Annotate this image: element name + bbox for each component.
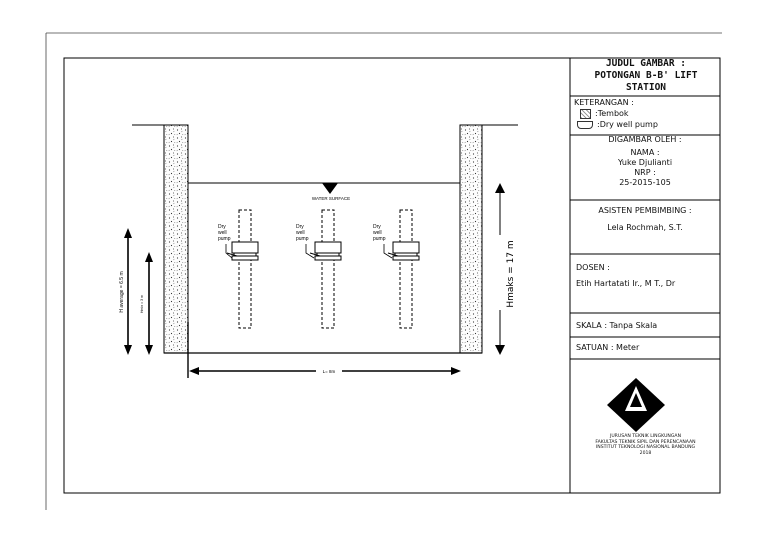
h-min-label: Hmin = 3 m [140,295,144,313]
drawn-by-heading: DIGAMBAR OLEH : [608,135,682,144]
arrow-head [145,252,153,262]
title-heading: JUDUL GAMBAR : [605,58,687,69]
legend: KETERANGAN : :Tembok :Dry well pump [574,98,719,130]
pump-leader [383,244,393,259]
pump-leader [305,244,315,259]
drawing-frame [63,57,721,494]
arrow-head [189,367,199,375]
legend-pump-label: :Dry well pump [597,120,658,129]
legend-wall-label: :Tembok [595,109,629,118]
institution-block: JURUSAN TEKNIK LINGKUNGAN FAKULTAS TEKNI… [571,434,720,456]
length-label: L= 8m [323,369,336,374]
left-wall [163,124,189,354]
name-label: NAMA : [630,148,660,157]
arrow-head [495,183,505,193]
pump-label: Dry well pump [296,224,309,242]
institution-year: 2018 [639,450,652,456]
lecturer-heading: DOSEN : [576,263,610,272]
pump-leader [225,244,233,259]
arrow-head [145,345,153,355]
title-line: STATION [625,82,667,93]
institution-name: INSTITUT TEKNOLOGI NASIONAL BANDUNG [595,445,696,451]
institution-faculty: FAKULTAS TEKNIK SIPIL DAN PERENCANAAN [595,439,696,445]
assistant-heading: ASISTEN PEMBIMBING : [598,206,692,215]
dry-well-pump [309,209,342,329]
nrp-label: NRP : [634,168,656,177]
name-value: Yuke Djulianti [617,158,673,167]
right-wall [459,124,483,354]
lecturer-name: Etih Hartatati Ir., M T., Dr [576,279,676,288]
arrow-head [451,367,461,375]
nrp-value: 25-2015-105 [619,178,671,187]
arrow-head [495,345,505,355]
h-average-label: H average = 6.5 m [119,271,125,312]
drawn-by-section: DIGAMBAR OLEH : NAMA : Yuke Djulianti NR… [571,135,719,188]
lecturer-section: DOSEN : Etih Hartatati Ir., M T., Dr [576,263,719,289]
pump-label: Dry well pump [218,224,231,242]
pump-symbol-icon [577,121,593,129]
arrow-head [124,345,132,355]
institution-dept: JURUSAN TEKNIK LINGKUNGAN [609,434,682,439]
legend-heading: KETERANGAN : [574,98,634,107]
dry-well-pump [387,209,420,329]
assistant-name: Lela Rochmah, S.T. [607,223,683,232]
arrow-head [124,228,132,238]
water-surface-marker [322,183,338,194]
wall-hatch-icon [580,109,591,119]
h-max-label: Hmaks = 17 m [506,240,516,307]
water-surface-label: WATER SURFACE [312,196,350,201]
drawing-title: JUDUL GAMBAR : POTONGAN B-B' LIFT STATIO… [571,58,721,94]
dry-well-pump [226,209,259,329]
unit-field: SATUAN : Meter [576,343,640,352]
title-line: POTONGAN B-B' LIFT [594,70,698,81]
institution-logo [607,378,665,432]
scale-field: SKALA : Tanpa Skala [576,321,658,330]
assistant-section: ASISTEN PEMBIMBING : Lela Rochmah, S.T. [571,206,719,233]
pump-label: Dry well pump [373,224,386,242]
